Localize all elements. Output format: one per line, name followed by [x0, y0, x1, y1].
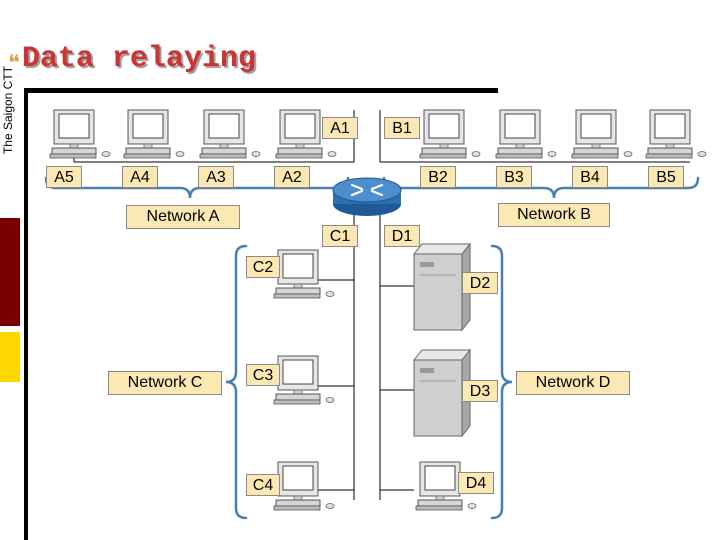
computer-icon — [49, 109, 111, 159]
host-label-d2: D2 — [462, 272, 498, 294]
computer-icon — [123, 109, 185, 159]
title-underline — [26, 88, 498, 93]
computer-icon — [273, 249, 335, 299]
computer-icon — [495, 109, 557, 159]
host-label-b4: B4 — [572, 166, 608, 188]
computer-icon — [419, 109, 481, 159]
sidebar-yellow-bar — [0, 332, 20, 382]
host-label-a2: A2 — [274, 166, 310, 188]
router-icon — [332, 177, 402, 216]
host-label-b2: B2 — [420, 166, 456, 188]
network-a-label: Network A — [126, 205, 240, 229]
host-label-a1: A1 — [322, 117, 358, 139]
host-label-d4: D4 — [458, 472, 494, 494]
host-label-c1: C1 — [322, 225, 358, 247]
computer-icon — [571, 109, 633, 159]
host-label-c3: C3 — [246, 364, 280, 386]
host-label-b5: B5 — [648, 166, 684, 188]
computer-icon — [199, 109, 261, 159]
network-c-bracket — [225, 244, 248, 520]
left-border-line — [24, 88, 28, 540]
network-d-bracket — [490, 244, 513, 520]
sidebar-red-bar — [0, 218, 20, 326]
title-row: ❝ Data relaying — [8, 30, 256, 76]
network-d-label: Network D — [516, 371, 630, 395]
network-b-label: Network B — [498, 203, 610, 227]
computer-icon — [273, 355, 335, 405]
host-label-c4: C4 — [246, 474, 280, 496]
computer-icon — [645, 109, 707, 159]
host-label-a5: A5 — [46, 166, 82, 188]
host-label-a4: A4 — [122, 166, 158, 188]
host-label-c2: C2 — [246, 256, 280, 278]
title-bullet-icon: ❝ — [8, 51, 20, 76]
computer-icon — [273, 461, 335, 511]
network-c-label: Network C — [108, 371, 222, 395]
host-label-d3: D3 — [462, 380, 498, 402]
host-label-b3: B3 — [496, 166, 532, 188]
host-label-a3: A3 — [198, 166, 234, 188]
host-label-b1: B1 — [384, 117, 420, 139]
host-label-d1: D1 — [384, 225, 420, 247]
slide-title: Data relaying — [21, 42, 256, 76]
